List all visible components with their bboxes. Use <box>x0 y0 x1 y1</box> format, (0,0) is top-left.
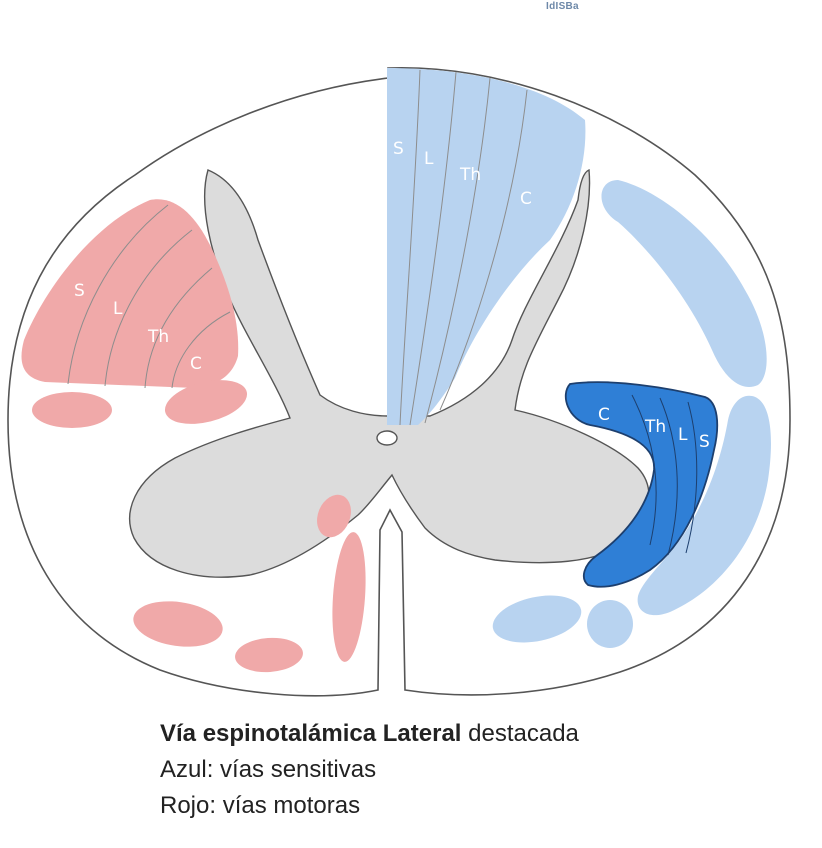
caption-line-3: Rojo: vías motoras <box>160 792 361 819</box>
lateral-spinothalamic-tract <box>564 381 719 588</box>
spinothalamic-lamina-1 <box>631 394 657 546</box>
corticospinal-lamina-4 <box>171 311 231 389</box>
dorsal-column-lamina-4 <box>439 89 528 411</box>
spinothalamic-lamina-3 <box>685 401 698 554</box>
left-label-th: Th <box>147 327 169 347</box>
caption-line-1: Vía espinotalámica Lateral destacada <box>160 716 579 752</box>
left-label-s: S <box>74 281 85 301</box>
diagram-caption: Vía espinotalámica Lateral destacada Azu… <box>160 716 579 824</box>
dorsal-column-lamina-2 <box>409 71 457 426</box>
dorsal-label-th: Th <box>459 165 481 185</box>
caption-line-1-rest: destacada <box>461 720 579 747</box>
dorsal-column-lamina-1 <box>399 69 421 426</box>
caption-highlight: Vía espinotalámica Lateral <box>160 720 462 747</box>
watermark-logo: IdISBa <box>546 1 579 12</box>
posterior-spinocerebellar-tract <box>601 180 767 387</box>
caption-line-2: Azul: vías sensitivas <box>160 756 377 783</box>
anterior-corticospinal-tract <box>332 532 366 662</box>
left-label-l: L <box>113 299 123 319</box>
corticospinal-lamina-2 <box>104 229 193 387</box>
dorsal-label-s: S <box>393 139 404 159</box>
central-canal <box>376 430 398 446</box>
spinothalamic-label-s: S <box>699 432 710 452</box>
ventral-red-oval-small <box>317 494 351 538</box>
spinothalamic-lamina-2 <box>659 397 678 556</box>
corticospinal-lamina-1 <box>67 204 169 385</box>
anterior-spinocerebellar-tract <box>637 395 771 616</box>
dorsal-columns <box>387 68 586 425</box>
ventral-blue-oval <box>492 595 582 643</box>
ventral-red-oval-lower-mid <box>235 637 303 673</box>
ventral-red-oval-lower-left <box>133 601 223 647</box>
red-tract-oval-left <box>32 392 112 428</box>
left-label-c: C <box>190 354 202 374</box>
dorsal-column-lamina-3 <box>424 77 491 424</box>
lateral-corticospinal-tract <box>21 199 239 388</box>
spinothalamic-label-th: Th <box>644 417 666 437</box>
corticospinal-lamina-3 <box>144 267 213 389</box>
spinothalamic-label-c: C <box>598 405 610 425</box>
red-tract-oval-right <box>164 380 248 424</box>
ventral-blue-oval-small <box>587 600 633 648</box>
dorsal-label-c: C <box>520 189 532 209</box>
spinothalamic-label-l: L <box>678 425 688 445</box>
dorsal-label-l: L <box>424 149 434 169</box>
